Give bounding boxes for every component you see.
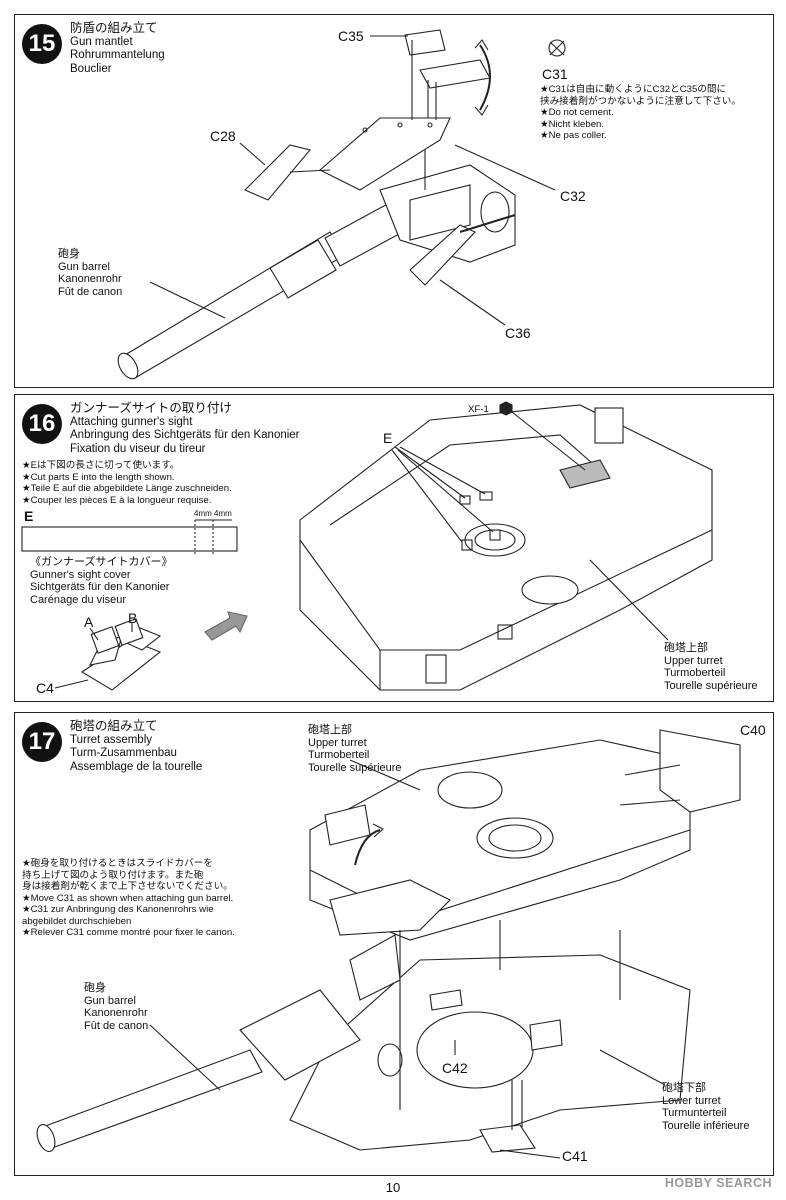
paint-xf1: XF-1 xyxy=(468,404,489,415)
step-16-title: ガンナーズサイトの取り付け Attaching gunner's sight A… xyxy=(70,401,300,455)
step-15-title-en: Gun mantlet xyxy=(70,35,133,48)
gunner-sight-cover-label: 《ガンナーズサイトカバー》 Gunner's sight cover Sicht… xyxy=(30,556,173,606)
step-17-number: 17 xyxy=(22,722,62,762)
step-15-title-fr: Bouclier xyxy=(70,62,112,75)
step-15-title-jp: 防盾の組み立て xyxy=(70,21,158,35)
watermark: HOBBY SEARCH xyxy=(664,1176,772,1190)
step-16-note: ★Eは下図の長さに切って使います。 ★Cut parts E into the … xyxy=(22,460,232,506)
part-b: B xyxy=(128,610,138,626)
step-15-number: 15 xyxy=(22,24,62,64)
page-number: 10 xyxy=(385,1180,401,1195)
dim-4mm-b: 4mm xyxy=(214,509,232,518)
step-17-barrel-label: 砲身 Gun barrel Kanonenrohr Fût de canon xyxy=(84,982,149,1032)
dim-4mm-a: 4mm xyxy=(194,509,212,518)
step-17-upper-turret-label: 砲塔上部 Upper turret Turmoberteil Tourelle … xyxy=(308,724,402,774)
step-16-number: 16 xyxy=(22,404,62,444)
part-e-strip-label: E xyxy=(24,508,34,524)
part-c41: C41 xyxy=(562,1148,588,1164)
part-a: A xyxy=(84,614,94,630)
part-c40: C40 xyxy=(740,722,766,738)
part-c28: C28 xyxy=(210,128,236,144)
step-17-title: 砲塔の組み立て Turret assembly Turm-Zusammenbau… xyxy=(70,719,203,773)
step-17-lower-turret-label: 砲塔下部 Lower turret Turmunterteil Tourelle… xyxy=(662,1082,750,1132)
part-c35: C35 xyxy=(338,28,364,44)
step-17-note: ★砲身を取り付けるときはスライドカバーを 持ち上げて図のよう取り付けます。また砲… xyxy=(22,858,235,938)
part-c36: C36 xyxy=(505,325,531,341)
part-c31: C31 xyxy=(542,66,568,82)
part-c32: C32 xyxy=(560,188,586,204)
step-16-upper-turret-label: 砲塔上部 Upper turret Turmoberteil Tourelle … xyxy=(664,642,758,692)
part-c4: C4 xyxy=(36,680,54,696)
step-15-note: ★C31は自由に動くようにC32とC35の間に 挟み接着剤がつかないように注意し… xyxy=(540,84,741,141)
step-15-title: 防盾の組み立て Gun mantlet Rohrummantelung Bouc… xyxy=(70,21,165,76)
part-e-marker: E xyxy=(383,430,393,446)
step-15-title-de: Rohrummantelung xyxy=(70,49,165,61)
part-c42: C42 xyxy=(442,1060,468,1076)
step-15-barrel-label: 砲身 Gun barrel Kanonenrohr Fût de canon xyxy=(58,248,123,298)
